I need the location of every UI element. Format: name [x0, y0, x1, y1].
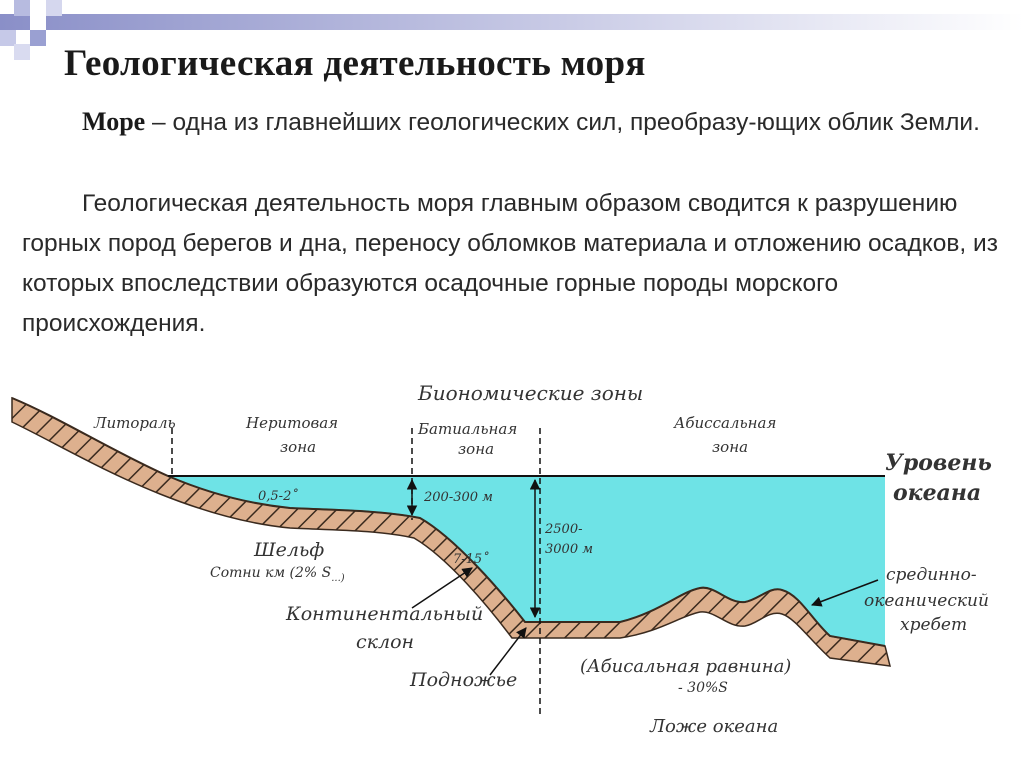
shelf-angle-label: 0,5-2˚	[258, 488, 298, 504]
cont-slope-label: Континентальный	[285, 603, 483, 625]
shelf-label: Шельф	[253, 539, 324, 561]
page-title: Геологическая деятельность моря	[64, 43, 646, 84]
seabed-outline	[11, 397, 886, 647]
ridge-pointer	[811, 579, 879, 607]
abyssal-depth-label-2: 3000 м	[545, 542, 593, 557]
shelf-sub-suffix: ...)	[331, 573, 345, 584]
bathyal-depth-label: 200-300 м	[423, 490, 493, 505]
paragraph-sea-text: – одна из главнейших геологических сил, …	[145, 109, 980, 136]
foot-pointer	[489, 627, 527, 676]
abyssal-plain-label: (Абисальная равнина)	[580, 656, 791, 677]
foot-label: Подножье	[409, 669, 517, 691]
slope-angle-label: 7-15˚	[453, 551, 489, 567]
zone-abyssal-sub: зона	[712, 438, 748, 456]
ocean-floor-label: Ложе океана	[649, 716, 778, 737]
ocean-level-label: Уровень	[885, 450, 992, 476]
ridge-label-2: океанический	[864, 591, 989, 611]
shelf-sub-text: Сотни км (2% S	[210, 565, 331, 581]
ridge-label-3: хребет	[900, 615, 967, 635]
zone-neritic: Неритовая	[245, 414, 338, 432]
zone-littoral: Литораль	[93, 414, 176, 432]
ocean-zones-diagram: Биономические зоны Литораль Неритовая зо…	[11, 381, 992, 737]
abyssal-depth-label: 2500-	[544, 522, 582, 537]
header-decoration	[0, 0, 1024, 60]
zone-bathyal: Батиальная	[417, 420, 517, 438]
zone-bathyal-sub: зона	[458, 440, 494, 458]
paragraph-activity: Геологическая деятельность моря главным …	[22, 190, 998, 337]
diagram-heading: Биономические зоны	[417, 381, 643, 405]
slope-pointer	[411, 567, 473, 609]
zone-neritic-sub: зона	[280, 438, 316, 456]
cont-slope-label-2: склон	[356, 631, 414, 653]
ocean-level-label-2: океана	[893, 480, 981, 506]
ridge-label: срединно-	[886, 565, 977, 585]
zone-abyssal: Абиссальная	[673, 414, 776, 432]
ocean-water	[168, 476, 885, 646]
term-sea: Море	[82, 107, 146, 136]
abyssal-plain-sub: - 30%S	[678, 680, 728, 696]
shelf-sub-label: Сотни км (2% S...)	[210, 565, 345, 584]
paragraph-sea: Море – одна из главнейших геологических …	[22, 102, 1007, 143]
